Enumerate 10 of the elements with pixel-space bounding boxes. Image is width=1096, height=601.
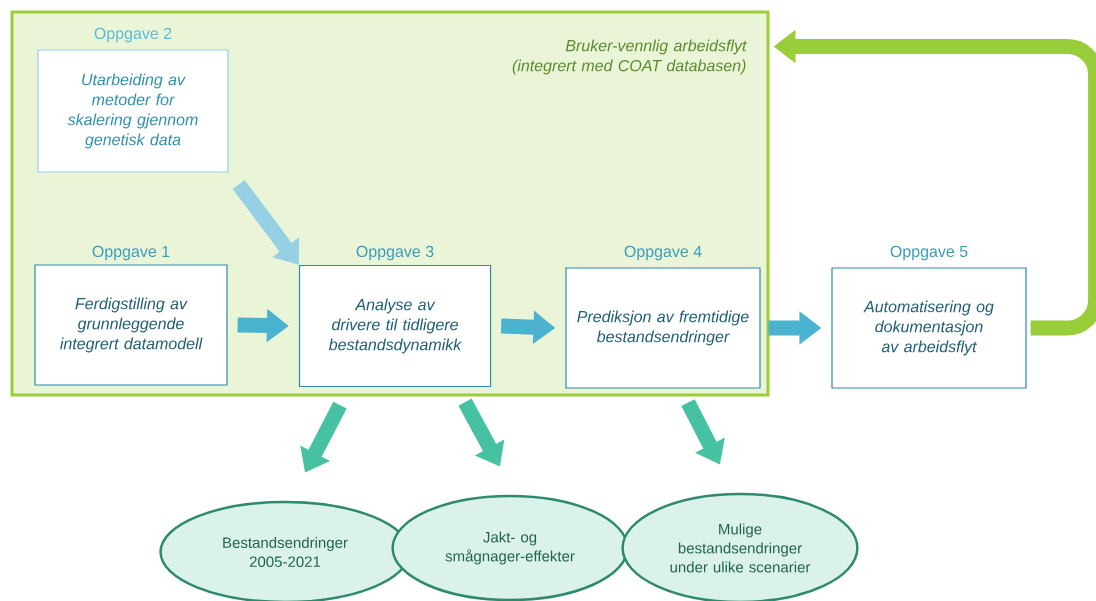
task-box: Prediksjon av fremtidige bestandsendringer	[565, 267, 761, 389]
task-box: Ferdigstilling av grunnleggende integrert datamodell	[34, 264, 228, 386]
task-heading: Oppgave 4	[624, 245, 702, 261]
task-heading: Oppgave 3	[356, 245, 434, 261]
task-box: Automatisering og dokumentasjon av arbeidsflyt	[831, 267, 1027, 389]
task-heading: Oppgave 2	[94, 27, 172, 43]
task-box: Utarbeiding av metoder for skalering gjennom genetisk data	[37, 49, 229, 173]
task-box: Analyse av drivere til tidligere bestandsdynamikk	[298, 264, 492, 388]
task-heading: Oppgave 5	[890, 245, 968, 261]
task-heading: Oppgave 1	[92, 245, 170, 261]
